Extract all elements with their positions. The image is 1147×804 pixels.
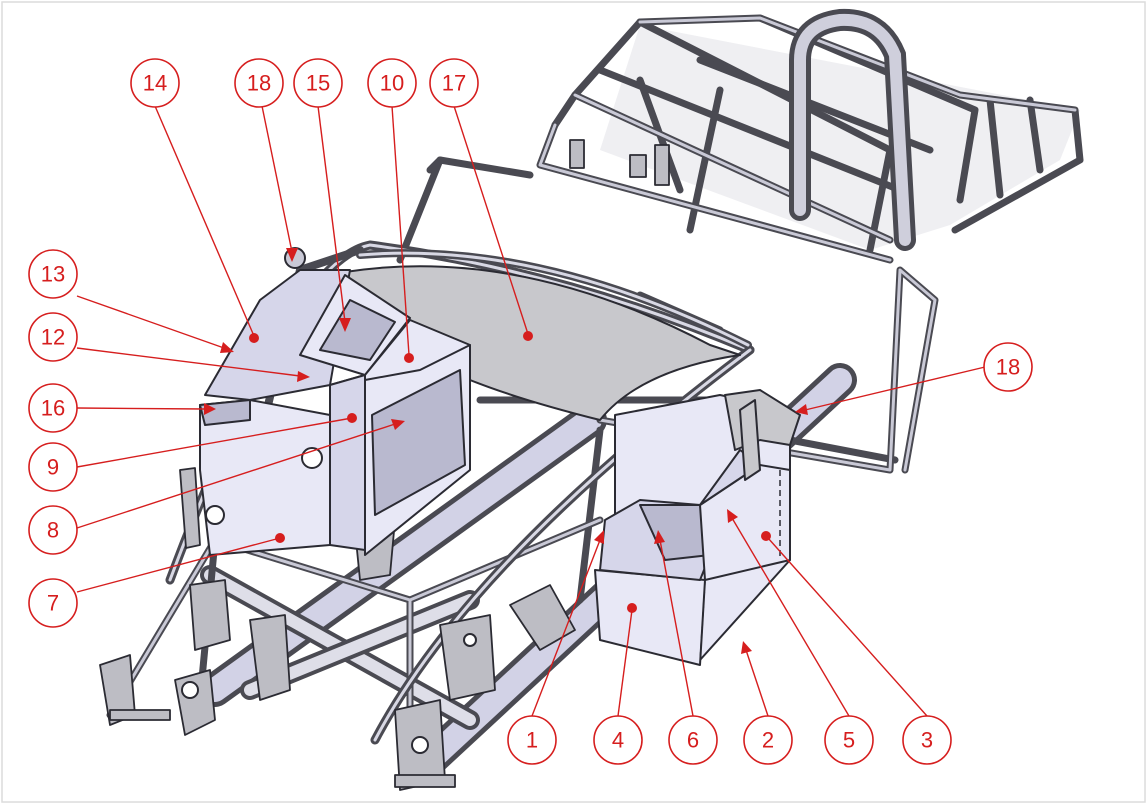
svg-text:4: 4: [612, 728, 624, 753]
callout-4: 4: [593, 715, 643, 765]
callout-13: 13: [28, 249, 78, 299]
callout-6: 6: [668, 715, 718, 765]
svg-text:1: 1: [526, 728, 538, 753]
right-side-pod: [594, 389, 801, 666]
callout-leaders: [76, 105, 986, 717]
svg-text:5: 5: [843, 728, 855, 753]
callout-7: 7: [28, 578, 78, 628]
rear-frame-cage: [536, 8, 1084, 264]
svg-text:15: 15: [306, 71, 330, 96]
svg-text:7: 7: [47, 591, 59, 616]
callout-2: 2: [743, 715, 793, 765]
svg-text:14: 14: [143, 71, 167, 96]
callout-18-top: 18: [234, 58, 284, 108]
callout-15: 15: [293, 58, 343, 108]
callout-5: 5: [824, 715, 874, 765]
callout-1: 1: [507, 715, 557, 765]
callout-8: 8: [28, 505, 78, 555]
svg-text:6: 6: [687, 728, 699, 753]
svg-text:3: 3: [921, 728, 933, 753]
callouts: 14 18 15 10 17 13 12 16 9 8 7 18 1 4 6 2…: [28, 58, 1033, 765]
callout-9: 9: [28, 442, 78, 492]
svg-text:18: 18: [247, 71, 271, 96]
top-deck-panel: [344, 249, 752, 421]
svg-text:12: 12: [41, 325, 65, 350]
callout-3: 3: [902, 715, 952, 765]
callout-17: 17: [429, 58, 479, 108]
svg-text:16: 16: [41, 396, 65, 421]
svg-text:13: 13: [41, 262, 65, 287]
callout-12: 12: [28, 312, 78, 362]
svg-text:2: 2: [762, 728, 774, 753]
svg-text:17: 17: [442, 71, 466, 96]
svg-text:8: 8: [47, 518, 59, 543]
callout-18-right: 18: [983, 342, 1033, 392]
svg-text:9: 9: [47, 455, 59, 480]
svg-text:18: 18: [996, 355, 1020, 380]
callout-16: 16: [28, 383, 78, 433]
left-side-pod: [199, 247, 471, 556]
callout-14: 14: [130, 58, 180, 108]
svg-text:10: 10: [380, 71, 404, 96]
callout-10: 10: [367, 58, 417, 108]
